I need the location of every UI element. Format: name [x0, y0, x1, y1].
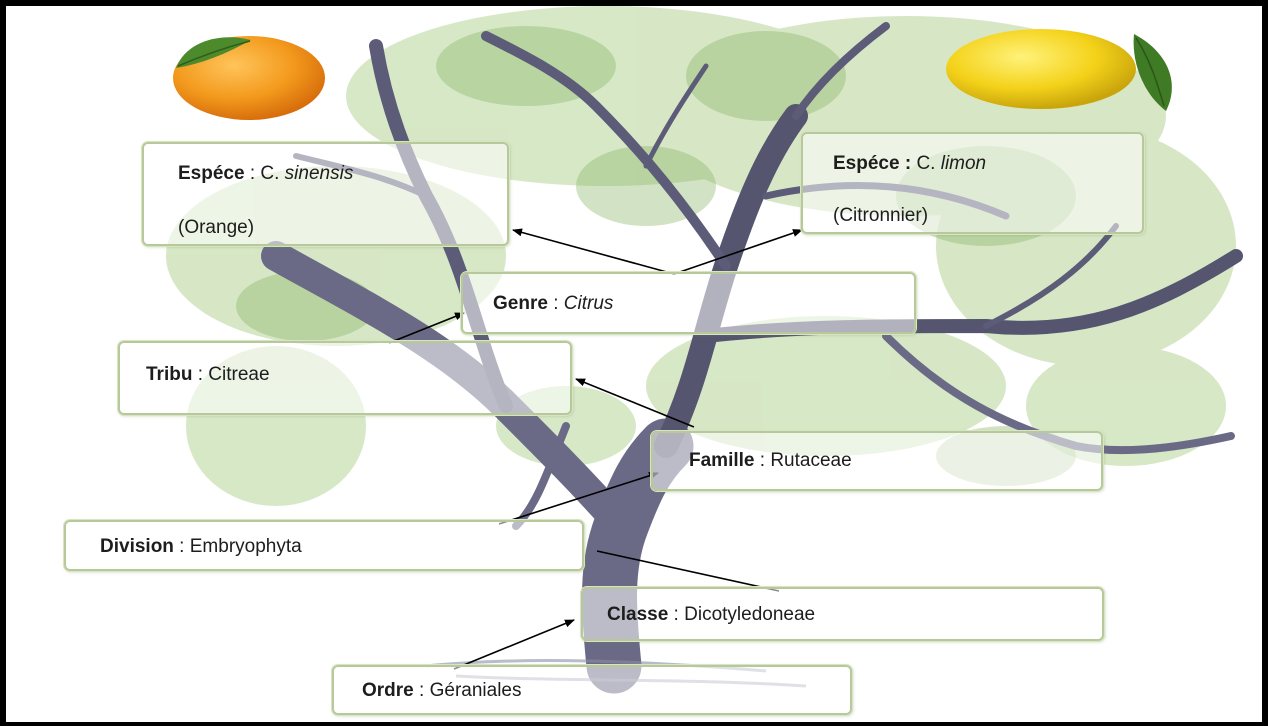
- rank-label: Division: [100, 536, 174, 557]
- taxon-name: Embryophyta: [190, 536, 302, 557]
- taxon-name: Géraniales: [430, 680, 522, 701]
- node-tribu: Tribu : Citreae: [118, 341, 572, 415]
- taxon-name: Citrus: [564, 293, 614, 314]
- taxon-name: Rutaceae: [770, 450, 851, 471]
- taxon-name: Dicotyledoneae: [684, 604, 815, 625]
- rank-label: Classe: [607, 604, 668, 625]
- arrow-genre-orange: [513, 230, 674, 274]
- node-espece-citron: Espéce : C. limon (Citronnier): [801, 132, 1144, 234]
- node-genre: Genre : Citrus: [461, 272, 916, 334]
- rank-label: Genre: [493, 293, 548, 314]
- rank-label: Espéce :: [833, 153, 911, 174]
- taxon-name: sinensis: [285, 163, 354, 184]
- taxon-name: limon: [941, 153, 986, 174]
- node-ordre: Ordre : Géraniales: [332, 665, 852, 715]
- rank-label: Famille: [689, 450, 754, 471]
- node-espece-orange: Espéce : C. sinensis (Orange): [142, 142, 509, 246]
- rank-label: Ordre: [362, 680, 414, 701]
- taxon-name: Citreae: [208, 364, 269, 385]
- common-name: (Orange): [178, 216, 254, 240]
- node-classe: Classe : Dicotyledoneae: [581, 587, 1104, 641]
- node-division: Division : Embryophyta: [64, 520, 584, 571]
- orange-fruit: [173, 36, 325, 120]
- node-famille: Famille : Rutaceae: [651, 431, 1103, 491]
- common-name: (Citronnier): [833, 204, 928, 228]
- rank-label: Tribu: [146, 364, 192, 385]
- rank-label: Espéce: [178, 163, 245, 184]
